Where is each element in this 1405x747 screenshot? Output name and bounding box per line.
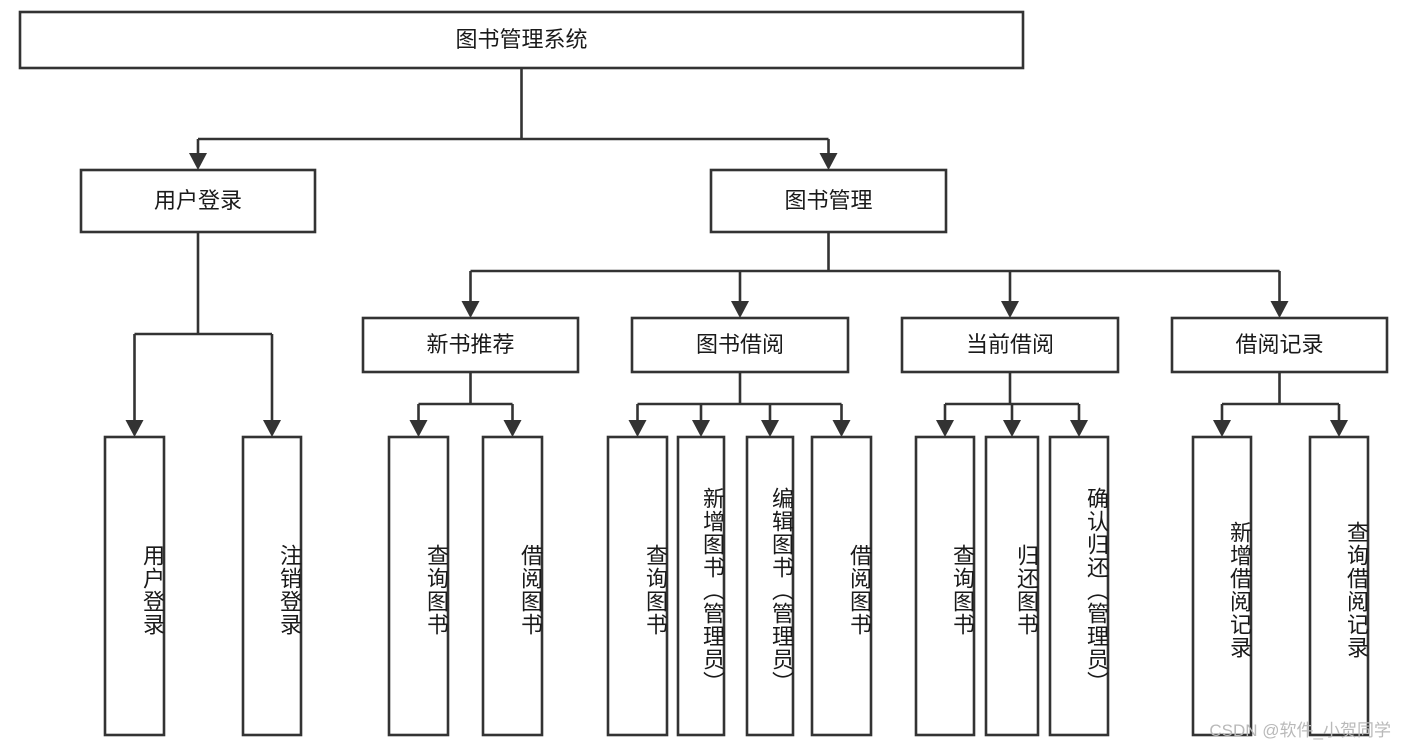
arrow-head-icon (692, 420, 710, 437)
node-leaf-query-borrow-record[interactable] (1308, 435, 1370, 737)
node-leaf-logout-login[interactable] (241, 435, 303, 737)
node-user-login-label: 用户登录 (154, 188, 242, 213)
connectors-layer (125, 68, 1348, 437)
arrow-head-icon (409, 420, 428, 437)
node-current-borrow[interactable] (900, 316, 1120, 374)
node-leaf-query-book-1[interactable] (387, 435, 450, 737)
arrow-head-icon (761, 420, 779, 437)
arrow-head-icon (819, 153, 838, 170)
arrow-head-icon (1003, 420, 1021, 437)
node-leaf-borrow-book-2[interactable] (810, 435, 873, 737)
arrow-head-icon (1330, 420, 1348, 437)
node-borrow-record[interactable] (1170, 316, 1389, 374)
node-leaf-return-book[interactable] (984, 435, 1040, 737)
arrow-head-icon (1070, 420, 1088, 437)
node-current-borrow-label: 当前借阅 (966, 332, 1054, 357)
node-new-book-recommend[interactable] (361, 316, 580, 374)
node-book-manage[interactable] (709, 168, 948, 234)
node-book-borrow[interactable] (630, 316, 850, 374)
arrow-head-icon (832, 420, 851, 437)
arrow-head-icon (731, 301, 749, 318)
arrow-head-icon (125, 420, 144, 437)
node-leaf-borrow-book-1[interactable] (481, 435, 544, 737)
boxes-layer (18, 10, 1389, 737)
arrow-head-icon (1213, 420, 1231, 437)
arrow-head-icon (503, 420, 522, 437)
arrow-head-icon (461, 301, 480, 318)
node-book-borrow-label: 图书借阅 (696, 332, 784, 357)
arrow-head-icon (1001, 301, 1019, 318)
node-borrow-record-label: 借阅记录 (1235, 332, 1323, 357)
node-new-book-recommend-label: 新书推荐 (426, 332, 514, 357)
arrow-head-icon (628, 420, 647, 437)
node-leaf-add-book-admin[interactable] (676, 435, 726, 737)
node-leaf-confirm-return-admin[interactable] (1048, 435, 1110, 737)
arrow-head-icon (1270, 301, 1289, 318)
node-leaf-edit-book-admin[interactable] (745, 435, 795, 737)
node-book-manage-label: 图书管理 (784, 188, 872, 213)
node-leaf-query-book-2[interactable] (606, 435, 669, 737)
node-leaf-add-borrow-record[interactable] (1191, 435, 1253, 737)
node-leaf-user-login[interactable] (103, 435, 166, 737)
arrow-head-icon (189, 153, 207, 170)
arrow-head-icon (936, 420, 954, 437)
node-leaf-query-book-3[interactable] (914, 435, 976, 737)
node-user-login[interactable] (79, 168, 317, 234)
node-root-label: 图书管理系统 (455, 27, 587, 52)
node-root[interactable] (18, 10, 1025, 70)
arrow-head-icon (263, 420, 281, 437)
